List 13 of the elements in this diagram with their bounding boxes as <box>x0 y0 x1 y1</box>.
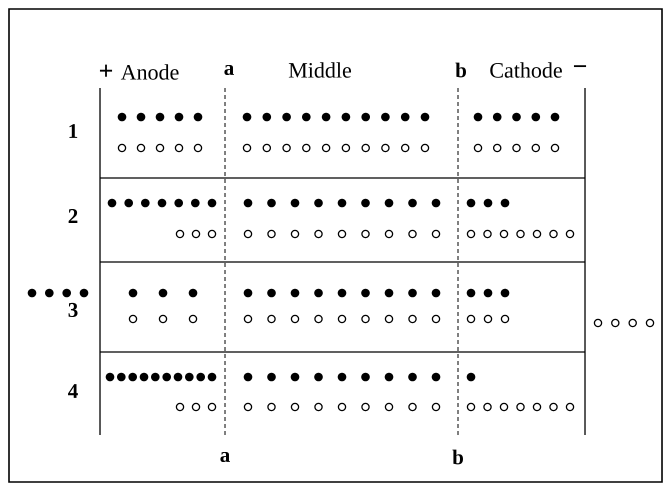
row-number: 1 <box>69 124 78 138</box>
electrode-sign: − <box>574 65 586 68</box>
electrode-sign: + <box>100 64 112 77</box>
row-number: 2 <box>68 209 78 223</box>
row-number: 4 <box>68 384 78 398</box>
boundary-label: b <box>452 450 463 464</box>
boundary-label: b <box>455 62 466 78</box>
region-label: Cathode <box>490 62 562 78</box>
row-number: 3 <box>68 302 78 318</box>
boundary-label: a <box>224 64 234 76</box>
boundary-label: a <box>220 452 230 462</box>
region-label: Middle <box>288 62 352 78</box>
region-label: Anode <box>120 64 179 80</box>
